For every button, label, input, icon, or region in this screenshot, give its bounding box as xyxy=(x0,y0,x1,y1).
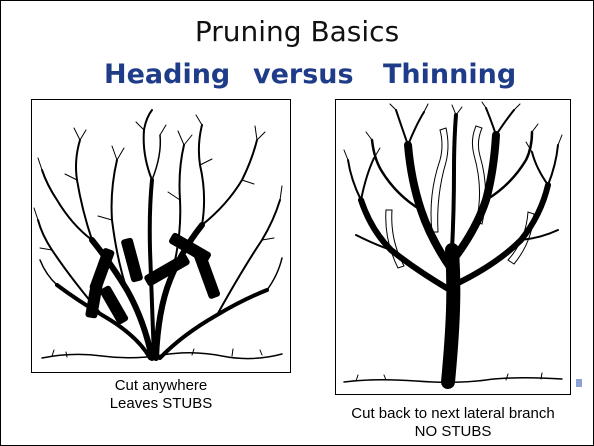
subtitle-thinning: Thinning xyxy=(383,59,517,90)
heading-cut-shrub-illustration xyxy=(33,109,283,361)
heading-caption-line2: Leaves STUBS xyxy=(109,395,213,412)
thinning-cut-tree-illustration xyxy=(343,101,563,389)
thinning-caption-line2: NO STUBS xyxy=(414,423,492,440)
slide-marker xyxy=(576,379,582,387)
thinning-caption: Cut back to next lateral branch NO STUBS xyxy=(315,405,591,441)
heading-caption: Cut anywhere Leaves STUBS xyxy=(31,377,291,413)
thinning-illustration-frame xyxy=(335,99,571,395)
subtitle-heading: Heading xyxy=(104,59,231,90)
thinning-caption-line1: Cut back to next lateral branch xyxy=(351,405,555,422)
slide-title: Pruning Basics xyxy=(194,15,400,48)
subtitle-versus: versus xyxy=(253,59,354,90)
heading-illustration-frame xyxy=(31,99,291,373)
heading-caption-line1: Cut anywhere xyxy=(114,377,208,394)
